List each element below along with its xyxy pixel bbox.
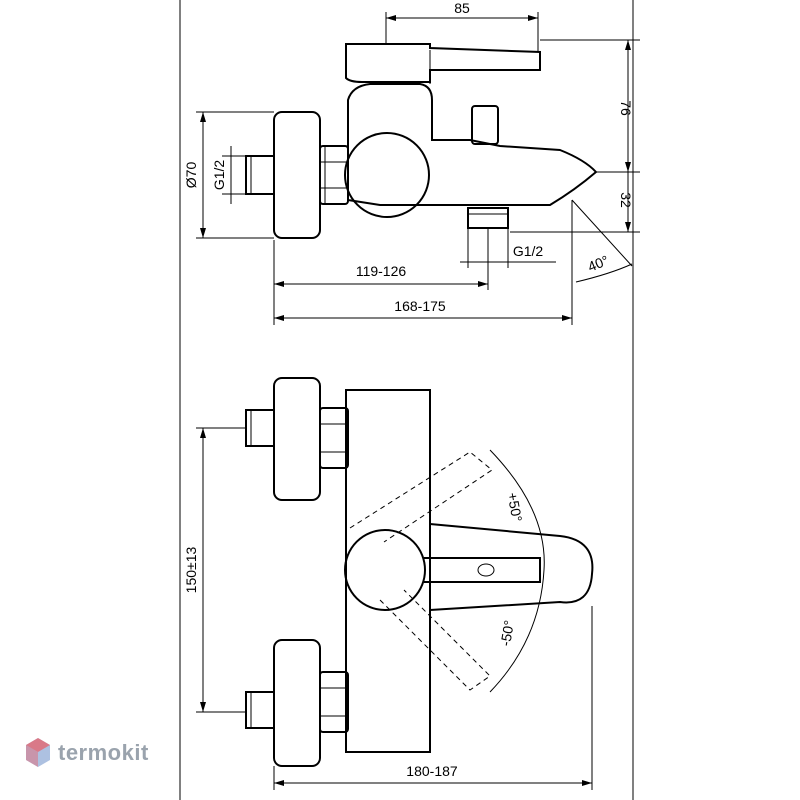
side-lever [345,43,541,83]
front-lever-rotated-minus [379,589,491,691]
front-escutcheon-top [273,377,321,501]
dim-thread-bottom: G1/2 [513,243,544,259]
front-escutcheon-bottom [273,639,321,767]
side-view-dimensions [196,12,640,325]
dim-len-119: 119-126 [356,263,407,279]
side-bottom-outlet [467,207,509,229]
front-lever [424,557,541,583]
front-body [345,389,431,753]
side-hex-nut [319,145,349,205]
dim-diameter: Ø70 [183,162,199,189]
logo-icon [26,738,50,767]
side-escutcheon [273,111,321,239]
side-round-body [344,132,430,218]
dim-len-180: 180-187 [406,763,458,779]
dim-rot-minus: -50° [497,619,517,647]
dim-len-168: 168-175 [394,298,446,314]
front-spout [429,523,594,611]
side-view [245,43,598,239]
front-handle-disc [344,529,426,611]
front-view [245,377,594,767]
front-view-dimensions [196,427,593,790]
dim-angle-spout: 40° [585,252,611,275]
watermark: termokit [24,736,149,770]
dim-height-32: 32 [618,192,634,208]
dim-rot-plus: +50° [504,491,525,523]
dim-height-76: 76 [618,100,634,116]
dim-top-width: 85 [454,0,470,16]
dim-center-distance: 150±13 [183,546,199,593]
watermark-text: termokit [58,740,149,765]
front-lever-rotated-plus [349,451,493,543]
dim-thread-left: G1/2 [211,160,227,191]
side-valve-body [347,83,598,206]
side-connector [245,155,275,195]
side-diverter [471,105,499,145]
